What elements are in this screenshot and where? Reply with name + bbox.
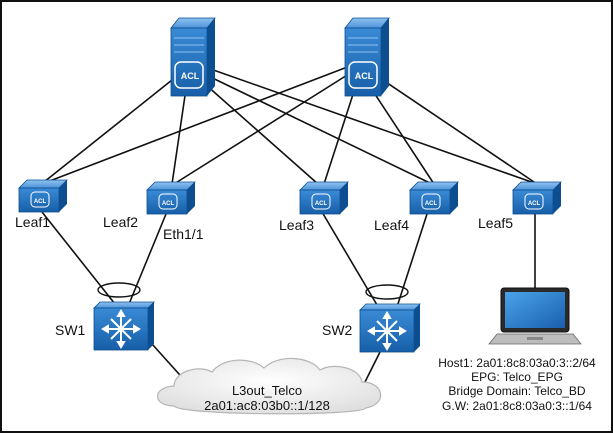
svg-text:ACL: ACL <box>425 201 438 207</box>
svg-text:ACL: ACL <box>181 71 200 81</box>
link-spine2-leaf1 <box>46 65 351 183</box>
host-epg: EPG: Telco_EPG <box>471 370 563 384</box>
svg-text:ACL: ACL <box>162 201 175 207</box>
sw2-switch-icon[interactable] <box>359 303 421 353</box>
cloud-name: L3out_Telco <box>231 383 303 398</box>
svg-text:ACL: ACL <box>34 199 47 205</box>
links <box>41 65 538 385</box>
host-address: Host1: 2a01:8c8:03a0:3::2/64 <box>438 356 596 370</box>
leaf5-label: Leaf5 <box>478 215 514 231</box>
link-spine1-leaf3 <box>196 76 319 185</box>
svg-text:ACL: ACL <box>528 201 541 207</box>
sw2-label: SW2 <box>322 322 353 338</box>
link-spine1-leaf4 <box>199 71 433 185</box>
port-channel-sw1 <box>97 282 141 298</box>
link-leaf4-sw2 <box>395 213 428 311</box>
link-leaf1-sw1 <box>41 211 116 305</box>
leaf2-label: Leaf2 <box>103 214 139 230</box>
spine2-acl-icon[interactable]: ACL <box>344 17 390 97</box>
link-spine1-leaf1 <box>43 71 183 183</box>
link-spine1-leaf5 <box>201 65 538 185</box>
link-sw2-cloud <box>363 351 381 385</box>
sw1-switch-icon[interactable] <box>93 301 155 351</box>
leaf2-switch-icon[interactable]: ACL <box>146 181 196 215</box>
leaf4-switch-icon[interactable]: ACL <box>409 181 459 215</box>
link-spine2-leaf2 <box>173 71 353 185</box>
leaf1-label: Leaf1 <box>15 214 51 230</box>
svg-text:ACL: ACL <box>315 201 328 207</box>
link-spine1-leaf2 <box>171 81 188 185</box>
link-spine2-leaf4 <box>366 81 435 185</box>
leaf3-label: Leaf3 <box>279 217 315 233</box>
link-spine2-leaf3 <box>323 81 358 185</box>
leaf1-switch-icon[interactable]: ACL <box>18 179 68 213</box>
link-leaf2-sw1 <box>128 213 167 305</box>
cloud-icon[interactable] <box>156 357 382 415</box>
sw1-label: SW1 <box>55 322 86 338</box>
cloud-address: 2a01:ac8:03b0::1/128 <box>204 398 330 413</box>
laptop-icon[interactable] <box>488 287 582 345</box>
leaf5-switch-icon[interactable]: ACL <box>512 181 562 215</box>
host-gateway: G.W: 2a01:8c8:03a0:3::1/64 <box>442 399 592 413</box>
link-leaf3-sw2 <box>321 211 381 311</box>
link-spine2-leaf5 <box>373 73 538 185</box>
host-bridge-domain: Bridge Domain: Telco_BD <box>448 384 586 398</box>
leaf3-switch-icon[interactable]: ACL <box>299 181 349 215</box>
spine1-acl-icon[interactable]: ACL <box>170 17 216 97</box>
port-channel-sw2 <box>365 284 409 300</box>
leaf2-port-label: Eth1/1 <box>163 226 204 242</box>
svg-text:ACL: ACL <box>355 71 374 81</box>
leaf4-label: Leaf4 <box>374 217 410 233</box>
